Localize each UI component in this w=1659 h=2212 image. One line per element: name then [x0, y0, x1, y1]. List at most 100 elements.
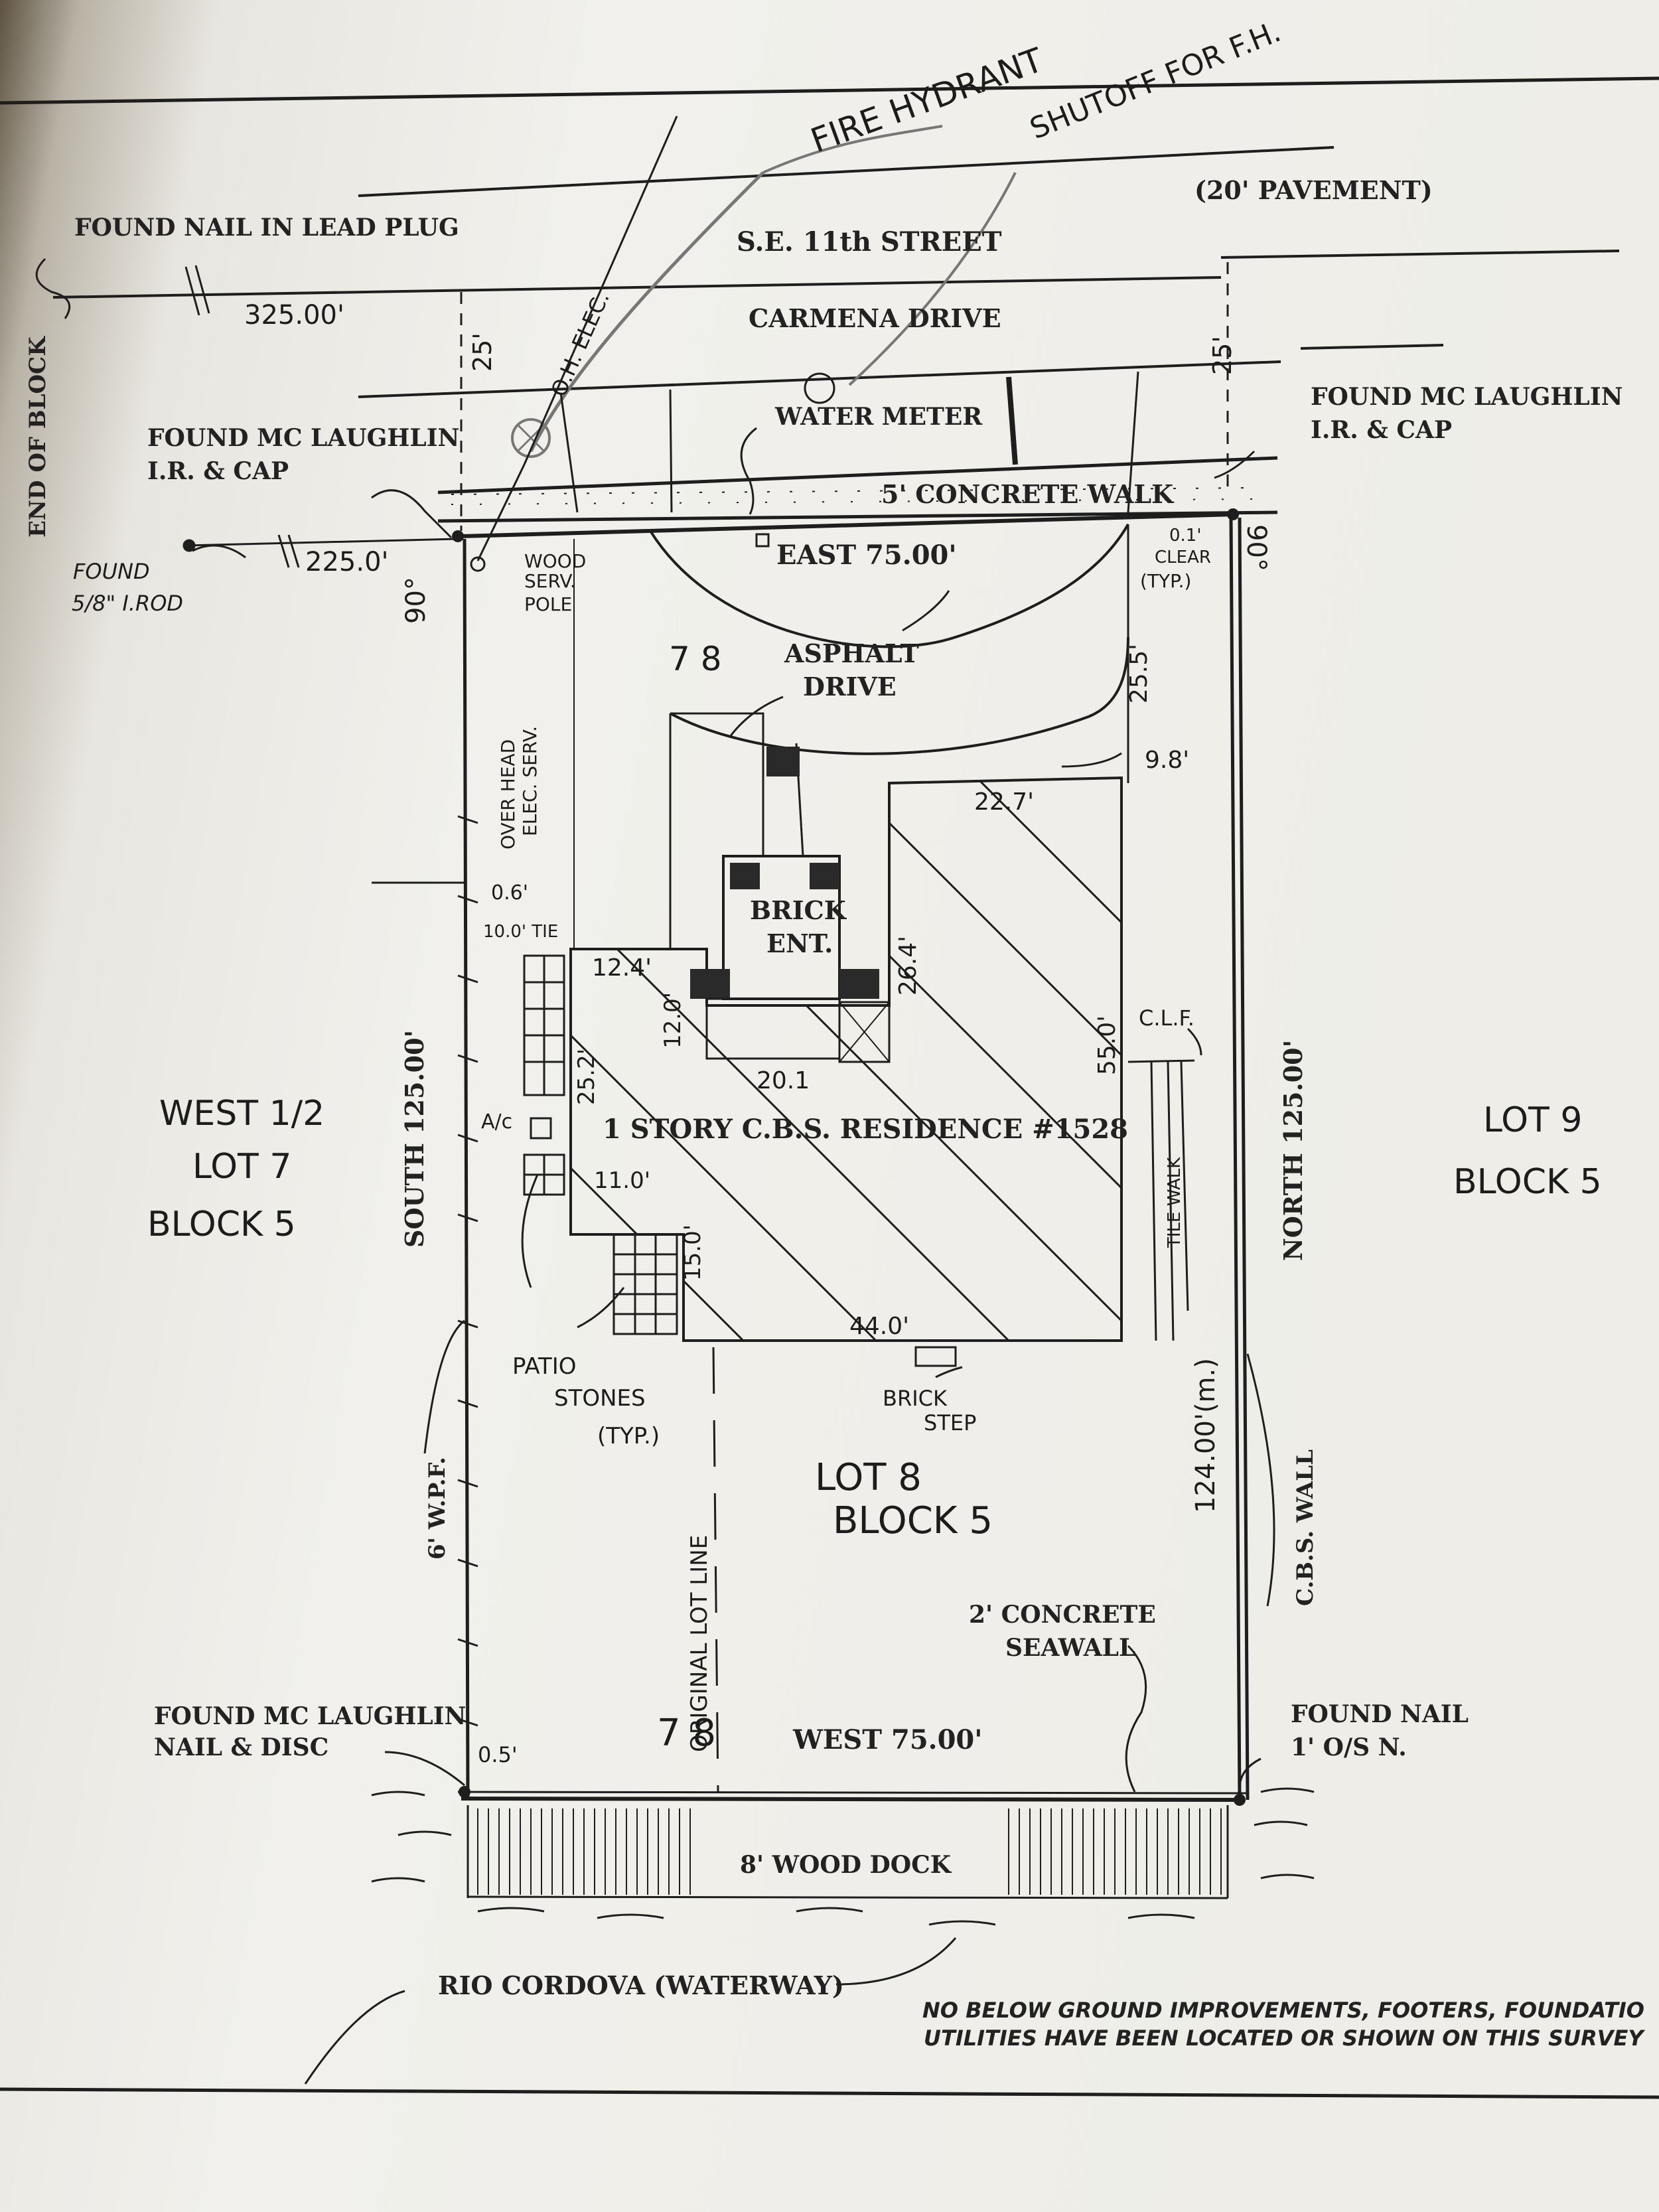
dim-44-0: 44.0' — [849, 1313, 909, 1340]
seawall-2: SEAWALL — [1005, 1634, 1135, 1662]
found-mcl-right-2: I.R. & CAP — [1311, 416, 1452, 444]
disclaimer-line-2: UTILITIES HAVE BEEN LOCATED OR SHOWN ON … — [924, 2026, 1645, 2051]
patio-2: STONES — [554, 1385, 646, 1412]
lot-9-block: BLOCK 5 — [1453, 1162, 1602, 1202]
clear-1: 0.1' — [1169, 526, 1202, 546]
found-rod-2: 5/8" I.ROD — [72, 591, 183, 616]
found-nail-1: FOUND NAIL — [1291, 1700, 1469, 1728]
asphalt-drive-1: ASPHALT — [784, 638, 919, 668]
clear-3: (TYP.) — [1140, 570, 1191, 592]
setback-left: 25' — [468, 332, 497, 372]
west-half-3: BLOCK 5 — [147, 1205, 296, 1244]
dim-9-8: 9.8' — [1145, 747, 1189, 774]
dim-25-5: 25.5' — [1125, 644, 1153, 703]
south-line: SOUTH 125.00' — [399, 1030, 429, 1248]
pavement-label: (20' PAVEMENT) — [1194, 175, 1433, 205]
asphalt-drive — [573, 524, 1129, 949]
west-fence-ticks — [372, 815, 478, 1727]
setback-right: 25' — [1208, 336, 1237, 375]
west-half-1: WEST 1/2 — [159, 1094, 325, 1134]
wood-pole-2: SERV. — [524, 570, 576, 592]
patio-stones — [523, 954, 957, 1367]
dim-15-0: 15.0' — [680, 1224, 706, 1281]
tile-walk-label: TILE WALK — [1165, 1157, 1185, 1248]
page-frame — [0, 76, 1659, 2099]
dim-25-2: 25.2' — [573, 1049, 600, 1105]
brick-ent-2: ENT. — [766, 928, 833, 958]
dock-planks — [477, 1808, 1222, 1895]
property-boundary — [452, 508, 1250, 1806]
angle-left: 90° — [401, 577, 431, 624]
west-half-2: LOT 7 — [192, 1147, 291, 1187]
brick-ent-1: BRICK — [750, 895, 847, 925]
lot-7-8-top: 7 8 — [669, 640, 722, 678]
clf-label: C.L.F. — [1139, 1005, 1194, 1031]
waterway-label: RIO CORDOVA (WATERWAY) — [438, 1970, 844, 2000]
dim-0-6: 0.6' — [491, 881, 528, 905]
lot-8-label: LOT 8 — [815, 1456, 922, 1499]
angle-right: 90° — [1241, 524, 1271, 571]
dim-22-7: 22.7' — [974, 788, 1034, 816]
found-nail-2: 1' O/S N. — [1291, 1733, 1407, 1761]
cbs-wall-label: C.B.S. WALL — [1292, 1449, 1319, 1606]
found-mcl-left-1: FOUND MC LAUGHLIN — [147, 424, 459, 452]
shutoff-note: SHUTOFF FOR F.H. — [1025, 15, 1285, 146]
dim-26-4: 26.4' — [895, 936, 922, 995]
dim-55-0: 55.0' — [1094, 1015, 1121, 1075]
oh-serv-1: OVER HEAD — [497, 739, 519, 849]
leader-lines — [35, 258, 1275, 2085]
dim-11-0: 11.0' — [594, 1167, 650, 1194]
dim-12-4: 12.4' — [592, 954, 652, 982]
found-mcl-right-1: FOUND MC LAUGHLIN — [1311, 383, 1623, 411]
wood-dock — [467, 1805, 1229, 1899]
original-lot-line-label: ORIGINAL LOT LINE — [686, 1535, 713, 1752]
east-line: EAST 75.00' — [776, 540, 957, 571]
end-of-block: END OF BLOCK — [25, 336, 51, 538]
overhead-electric-line — [523, 115, 678, 465]
residence-footprint — [569, 712, 1123, 1342]
dim-12-0: 12.0' — [660, 992, 686, 1049]
water-meter: WATER METER — [774, 403, 983, 431]
patio-3: (TYP.) — [597, 1423, 660, 1449]
concrete-walk-label: 5' CONCRETE WALK — [881, 479, 1175, 509]
seawall-1: 2' CONCRETE — [969, 1601, 1156, 1629]
block-5-label: BLOCK 5 — [833, 1499, 993, 1542]
dimension-325: 325.00' — [244, 300, 344, 331]
disclaimer-line-1: NO BELOW GROUND IMPROVEMENTS, FOOTERS, F… — [922, 1998, 1644, 2023]
tile-walk — [1127, 1059, 1195, 1341]
north-line: NORTH 125.00' — [1278, 1040, 1308, 1261]
asphalt-drive-2: DRIVE — [803, 672, 897, 701]
dimension-lines — [182, 265, 770, 572]
street-lines — [52, 146, 1620, 531]
west-line: WEST 75.00' — [792, 1724, 983, 1755]
wood-pole-3: POLE — [524, 593, 572, 615]
street-name-carmena: CARMENA DRIVE — [749, 303, 1001, 333]
original-lot-line — [712, 1347, 719, 1793]
found-rod-1: FOUND — [73, 559, 150, 584]
patio-1: PATIO — [512, 1353, 577, 1380]
dim-20-1: 20.1 — [757, 1067, 810, 1094]
wood-dock-label: 8' WOOD DOCK — [740, 1851, 952, 1879]
lot-9-label: LOT 9 — [1483, 1100, 1582, 1140]
street-name-se-11th: S.E. 11th STREET — [737, 226, 1002, 258]
found-mcl-left-2: I.R. & CAP — [147, 457, 289, 485]
dim-124: 124.00'(m.) — [1190, 1358, 1221, 1513]
lot-7-8-bottom: 7 8 — [657, 1712, 716, 1755]
clear-2: CLEAR — [1155, 548, 1211, 567]
oh-serv-2: ELEC. SERV. — [519, 726, 541, 836]
found-mcl-nail-1: FOUND MC LAUGHLIN — [154, 1702, 466, 1730]
found-nail-lead-plug: FOUND NAIL IN LEAD PLUG — [74, 214, 459, 242]
fire-hydrant-note: FIRE HYDRANT — [806, 40, 1048, 160]
ac-label: A/c — [481, 1110, 512, 1134]
brick-step-1: BRICK — [883, 1386, 948, 1411]
tie-label: 10.0' TIE — [483, 922, 558, 942]
water-marks — [371, 1787, 1315, 1926]
dimension-225: 225.0' — [305, 547, 389, 577]
brick-step-2: STEP — [924, 1410, 976, 1436]
found-mcl-nail-2: NAIL & DISC — [154, 1733, 328, 1761]
wood-pole-1: WOOD — [524, 550, 586, 572]
wpf-label: 6' W.P.F. — [424, 1457, 451, 1560]
residence-label: 1 STORY C.B.S. RESIDENCE #1528 — [603, 1114, 1128, 1145]
